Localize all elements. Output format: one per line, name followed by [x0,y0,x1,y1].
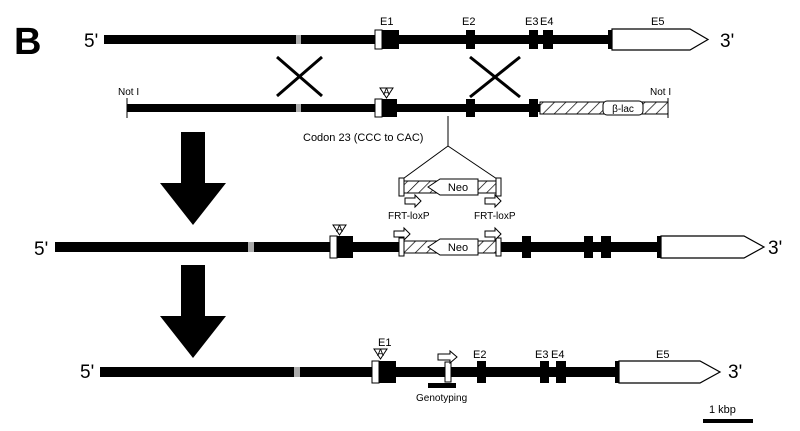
five-prime-label: 5' [34,239,48,260]
mutation-marker [373,348,388,360]
exon5-utr-arrow [611,28,710,51]
panel-label: B [14,21,41,63]
exon4-label: E4 [540,16,553,28]
exon5-coding-edge [657,236,661,258]
neo-label: Neo [448,242,468,254]
exon1 [382,99,397,117]
targeting-construct: Not I Not I β-lac A Codon 23 (CCC to CAC… [118,87,671,222]
scale-bar-label: 1 kbp [709,404,736,416]
mutation-marker [379,87,394,99]
exon5-utr-arrow [618,360,722,384]
exon4 [556,361,566,383]
three-prime-label: 3' [720,31,734,52]
zoom-line-right [447,145,501,182]
three-prime-label: 3' [768,238,782,259]
frt-loxp-arrow-right [484,226,502,242]
exon5-utr-arrow [660,235,766,259]
genomic-line [104,35,612,44]
exon5-label: E5 [651,16,664,28]
genomic-line [55,242,661,252]
exon2 [466,99,475,117]
wildtype-locus: 5' 3' E1 E2 E3 E4 E5 [84,16,734,52]
exon1-noncoding [329,235,338,259]
exon5-coding-edge [615,361,619,383]
frt-loxp-arrow [437,349,458,365]
exon2 [477,361,486,383]
exon5-coding-edge [608,30,612,49]
exon4-label: E4 [551,349,564,361]
beta-lac-box [602,100,644,116]
neo-gene-arrow [427,178,479,196]
exon5-label: E5 [656,349,669,361]
three-prime-label: 3' [728,362,742,383]
exon3-label: E3 [535,349,548,361]
grey-marker [296,35,301,44]
crossover-right-b [469,55,521,99]
grey-marker [294,367,300,377]
exon2-label: E2 [462,16,475,28]
five-prime-label: 5' [80,362,94,383]
mutation-marker [332,224,347,236]
codon-annotation: Codon 23 (CCC to CAC) [303,132,423,144]
frt-loxp-site-left [398,177,405,197]
exon1 [379,361,396,383]
frt-loxp-site-right [495,237,502,257]
neo-label: Neo [448,182,468,194]
frt-loxp-label-left: FRT-loxP [388,211,430,222]
five-prime-label: 5' [84,31,98,52]
frt-loxp-site-left [398,237,405,257]
exon3 [584,236,593,258]
exon2 [466,30,475,49]
construct-line [127,104,540,112]
frt-loxp-site-right [495,177,502,197]
frt-loxp-label-right: FRT-loxP [474,211,516,222]
knockin-allele: 5' A E1 Genotyping E2 E3 E4 E5 3' [80,337,742,404]
crossover-left-b [276,55,323,98]
genotyping-amplicon-bar [428,383,456,388]
exon3 [540,361,549,383]
exon3 [529,30,538,49]
exon1-noncoding [374,98,383,118]
frt-loxp-arrow-left [404,193,422,209]
frt-loxp-arrow-left [393,226,411,242]
exon1 [382,30,399,49]
exon2 [522,236,531,258]
exon1 [337,236,353,258]
scale-bar [703,419,753,423]
exon4 [601,236,611,258]
grey-marker [248,242,254,252]
frt-loxp-arrow-right [484,193,502,209]
neo-gene-arrow [427,238,479,256]
notI-left-label: Not I [118,87,139,98]
zoom-line-left [399,145,449,182]
exon3-label: E3 [525,16,538,28]
exon1-noncoding [371,360,380,384]
process-arrow-2 [160,265,226,358]
genotyping-label: Genotyping [416,393,467,404]
crossover-marks [276,55,521,99]
exon1-label: E1 [378,337,391,349]
genomic-line [100,367,619,377]
mutation-label: A [383,87,390,98]
residual-frt-loxp-site [444,361,452,383]
exon1-label: E1 [380,16,393,28]
process-arrow-1 [160,132,226,225]
notI-right-label: Not I [650,87,671,98]
targeted-allele: 5' A Neo 3' [34,224,782,260]
mutation-label: A [336,224,343,235]
exon2-label: E2 [473,349,486,361]
exon3 [529,99,538,117]
exon1-noncoding [374,29,383,50]
grey-marker [296,104,301,112]
beta-lac-label: β-lac [612,104,634,115]
mutation-label: A [377,348,384,359]
exon4 [543,30,553,49]
